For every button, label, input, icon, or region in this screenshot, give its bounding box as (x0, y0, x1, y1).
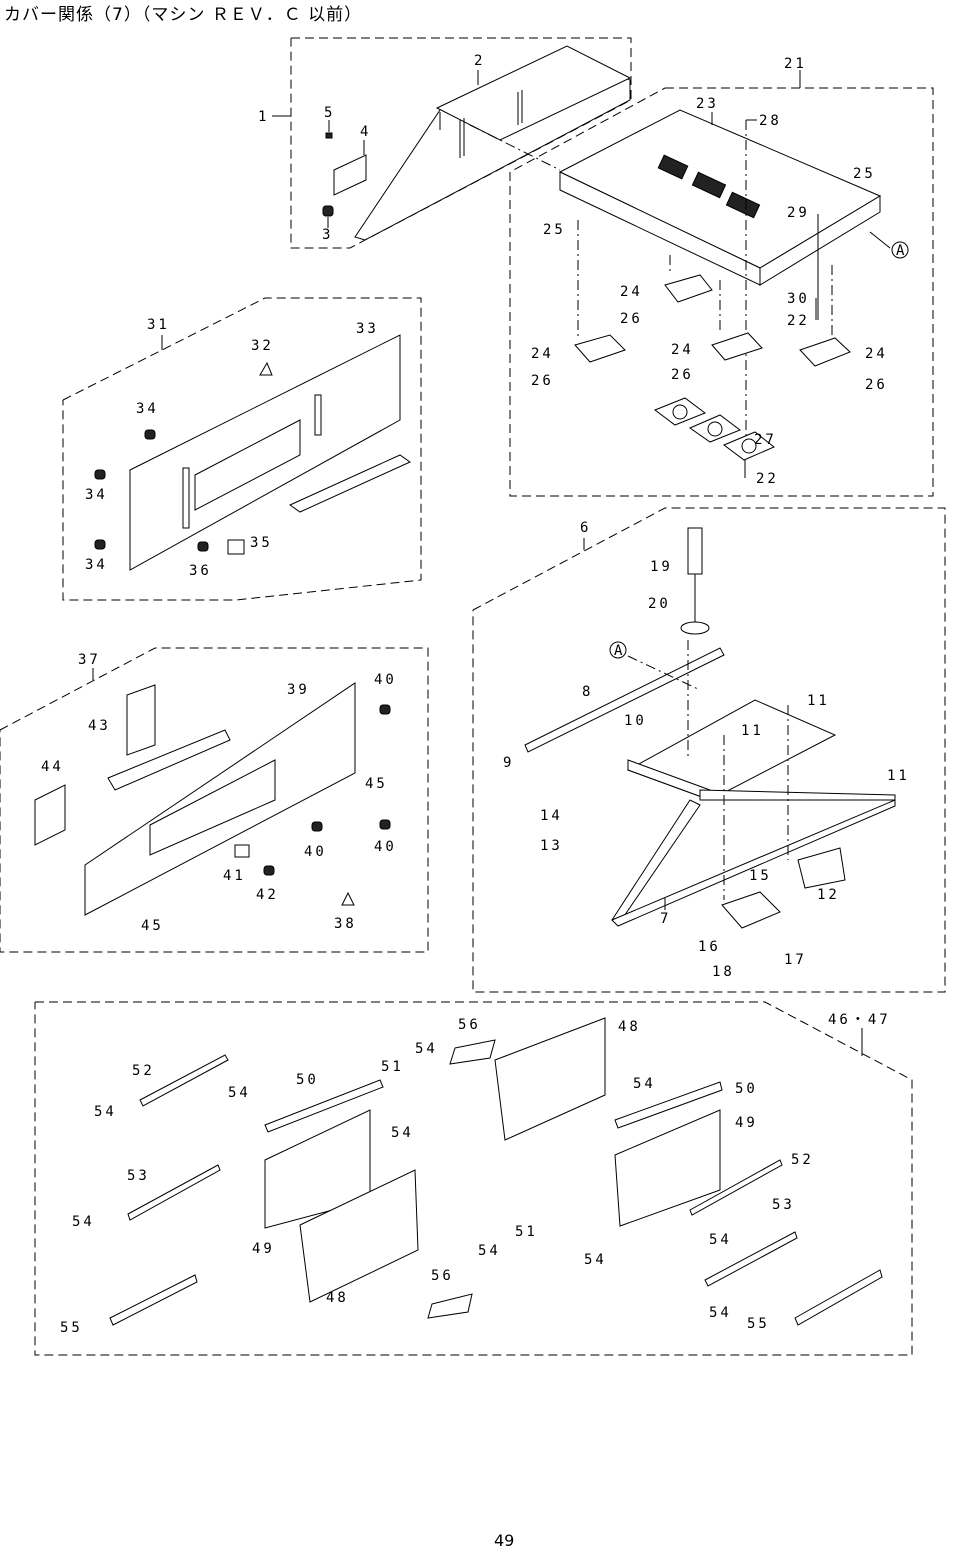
callout-7: 7 (660, 911, 671, 927)
callout-11-c: 11 (887, 768, 910, 784)
callout-49-b: 49 (252, 1241, 275, 1257)
callout-54-h: 54 (584, 1252, 607, 1268)
callout-5: 5 (324, 105, 335, 121)
callout-40-b: 40 (304, 844, 327, 860)
callout-54-f: 54 (72, 1214, 95, 1230)
callout-2: 2 (474, 53, 485, 69)
callout-54-b: 54 (94, 1104, 117, 1120)
callout-25-left: 25 (543, 222, 566, 238)
callout-24-b: 24 (531, 346, 554, 362)
callout-29: 29 (787, 205, 810, 221)
callout-26-d: 26 (865, 377, 888, 393)
callout-32: 32 (251, 338, 274, 354)
assembly-group-21: A (510, 70, 933, 496)
callout-55-a: 55 (60, 1320, 83, 1336)
callout-27: 27 (754, 432, 777, 448)
callout-53-b: 53 (772, 1197, 795, 1213)
callout-10: 10 (624, 713, 647, 729)
callout-14: 14 (540, 808, 563, 824)
callout-22-b: 22 (756, 471, 779, 487)
callout-54-i: 54 (709, 1232, 732, 1248)
assembly-group-46-47 (35, 1002, 912, 1355)
callout-55-b: 55 (747, 1316, 770, 1332)
callout-34-a: 34 (136, 401, 159, 417)
callout-26-c: 26 (671, 367, 694, 383)
callout-52-a: 52 (132, 1063, 155, 1079)
callout-3: 3 (322, 227, 333, 243)
callout-25-right: 25 (853, 166, 876, 182)
callout-13: 13 (540, 838, 563, 854)
callout-56-a: 56 (458, 1017, 481, 1033)
callout-52-b: 52 (791, 1152, 814, 1168)
callout-9: 9 (503, 755, 514, 771)
assembly-group-6: A (473, 508, 945, 992)
callout-11-b: 11 (741, 723, 764, 739)
callout-36: 36 (189, 563, 212, 579)
callout-15: 15 (749, 868, 772, 884)
callout-42: 42 (256, 887, 279, 903)
callout-48-b: 48 (326, 1290, 349, 1306)
callout-46-47: 46・47 (828, 1012, 891, 1028)
callout-51-a: 51 (381, 1059, 404, 1075)
callout-24-a: 24 (620, 284, 643, 300)
callout-35: 35 (250, 535, 273, 551)
callout-54-c: 54 (228, 1085, 251, 1101)
callout-19: 19 (650, 559, 673, 575)
callout-6: 6 (580, 520, 591, 536)
callout-48-a: 48 (618, 1019, 641, 1035)
assembly-group-1 (272, 38, 631, 248)
callout-43: 43 (88, 718, 111, 734)
ref-marker-a-top: A (896, 243, 907, 259)
callout-26-a: 26 (620, 311, 643, 327)
callout-28: 28 (759, 113, 782, 129)
callout-45-b: 45 (141, 918, 164, 934)
callout-38: 38 (334, 916, 357, 932)
ref-marker-a-bottom: A (614, 643, 625, 659)
callout-44: 44 (41, 759, 64, 775)
callout-31: 31 (147, 317, 170, 333)
callout-30: 30 (787, 291, 810, 307)
callout-50-b: 50 (735, 1081, 758, 1097)
callout-51-b: 51 (515, 1224, 538, 1240)
callout-26-b: 26 (531, 373, 554, 389)
callout-24-c: 24 (671, 342, 694, 358)
callout-11-a: 11 (807, 693, 830, 709)
callout-54-d: 54 (391, 1125, 414, 1141)
callout-21: 21 (784, 56, 807, 72)
callout-34-b: 34 (85, 487, 108, 503)
callout-17: 17 (784, 952, 807, 968)
callout-20: 20 (648, 596, 671, 612)
callout-56-b: 56 (431, 1268, 454, 1284)
callout-12: 12 (817, 887, 840, 903)
callout-37: 37 (78, 652, 101, 668)
callout-54-g: 54 (478, 1243, 501, 1259)
callout-39: 39 (287, 682, 310, 698)
callout-40-a: 40 (374, 672, 397, 688)
assembly-group-37 (0, 648, 428, 952)
assembly-group-31 (63, 298, 421, 600)
callout-18: 18 (712, 964, 735, 980)
callout-4: 4 (360, 124, 371, 140)
callout-34-c: 34 (85, 557, 108, 573)
callout-16: 16 (698, 939, 721, 955)
callout-22-a: 22 (787, 313, 810, 329)
callout-8: 8 (582, 684, 593, 700)
callout-41: 41 (223, 868, 246, 884)
page-number: 49 (494, 1531, 514, 1550)
callout-54-j: 54 (709, 1305, 732, 1321)
callout-50-a: 50 (296, 1072, 319, 1088)
callout-1: 1 (258, 109, 269, 125)
callout-23: 23 (696, 96, 719, 112)
callout-54-e: 54 (633, 1076, 656, 1092)
callout-54-a: 54 (415, 1041, 438, 1057)
callout-40-c: 40 (374, 839, 397, 855)
callout-45-a: 45 (365, 776, 388, 792)
callout-33: 33 (356, 321, 379, 337)
callout-53-a: 53 (127, 1168, 150, 1184)
callout-49-a: 49 (735, 1115, 758, 1131)
callout-24-d: 24 (865, 346, 888, 362)
